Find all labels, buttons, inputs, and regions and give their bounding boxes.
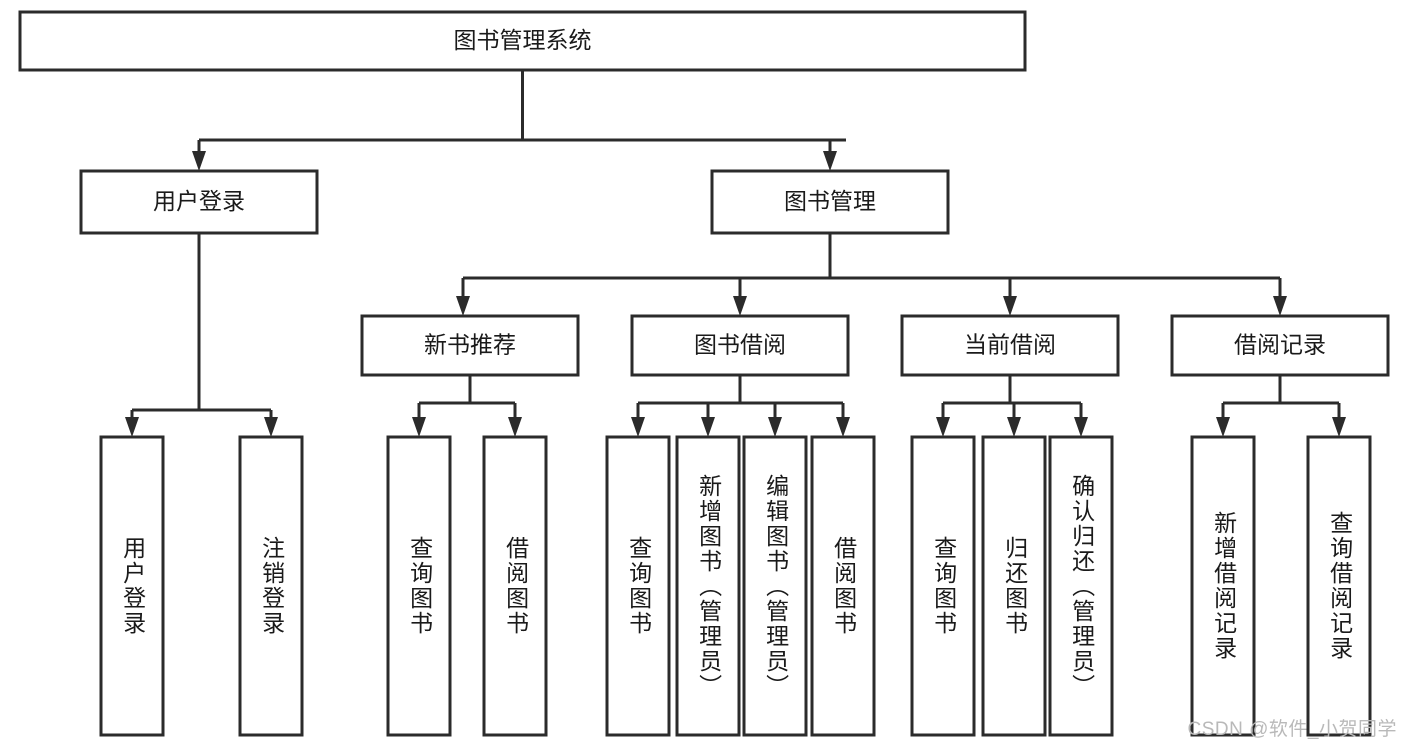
node-box-current-borrow[interactable]	[900, 314, 1120, 377]
arrow-head-a-book-mgmt	[823, 151, 837, 171]
node-label-book-management: 图书管理	[784, 188, 876, 214]
arrow-head-a-leaf-add-book	[701, 417, 715, 437]
node-box-leaf-query-book-rec[interactable]	[386, 435, 452, 737]
arrow-head-a-leaf-query-book-borrow	[631, 417, 645, 437]
node-box-leaf-logout[interactable]	[238, 435, 304, 737]
arrow-head-a-leaf-confirm-return	[1074, 417, 1088, 437]
node-box-root[interactable]	[18, 10, 1027, 72]
node-box-book-management[interactable]	[710, 169, 950, 235]
node-box-new-book-recommend[interactable]	[360, 314, 580, 377]
node-box-leaf-query-record[interactable]	[1306, 435, 1372, 737]
arrow-head-a-borrow-record	[1273, 296, 1287, 316]
arrow-head-a-user-login	[192, 151, 206, 171]
arrow-head-a-leaf-query-record	[1332, 417, 1346, 437]
arrow-head-a-current-borrow	[1003, 296, 1017, 316]
arrow-heads-group	[125, 151, 1346, 437]
arrow-head-a-leaf-return-book	[1007, 417, 1021, 437]
node-box-leaf-borrow-book[interactable]	[810, 435, 876, 737]
node-box-leaf-edit-book[interactable]	[742, 435, 808, 737]
node-label-book-borrow: 图书借阅	[694, 332, 786, 358]
arrow-head-a-leaf-query-book-rec	[412, 417, 426, 437]
arrow-head-a-leaf-query-book-current	[936, 417, 950, 437]
node-box-leaf-add-record[interactable]	[1190, 435, 1256, 737]
node-box-leaf-user-login[interactable]	[99, 435, 165, 737]
arrow-head-a-leaf-borrow-book-rec	[508, 417, 522, 437]
node-box-leaf-confirm-return[interactable]	[1048, 435, 1114, 737]
arrow-head-a-book-borrow	[733, 296, 747, 316]
node-box-borrow-record[interactable]	[1170, 314, 1390, 377]
node-box-leaf-borrow-book-rec[interactable]	[482, 435, 548, 737]
node-box-book-borrow[interactable]	[630, 314, 850, 377]
node-boxes-group	[18, 10, 1390, 737]
arrow-head-a-leaf-edit-book	[768, 417, 782, 437]
arrow-head-a-leaf-borrow-book	[836, 417, 850, 437]
arrow-head-a-leaf-logout	[264, 417, 278, 437]
watermark-text: CSDN @软件_小贺同学	[1187, 719, 1397, 740]
arrow-head-a-new-book-recommend	[456, 296, 470, 316]
node-label-current-borrow: 当前借阅	[964, 332, 1056, 358]
arrow-head-a-leaf-add-record	[1216, 417, 1230, 437]
node-box-leaf-return-book[interactable]	[981, 435, 1047, 737]
node-box-leaf-query-book-current[interactable]	[910, 435, 976, 737]
node-label-new-book-recommend: 新书推荐	[424, 332, 516, 358]
node-label-user-login: 用户登录	[153, 188, 245, 214]
node-label-borrow-record: 借阅记录	[1234, 332, 1326, 358]
node-box-leaf-add-book[interactable]	[675, 435, 741, 737]
node-label-root: 图书管理系统	[454, 27, 592, 53]
arrow-head-a-leaf-user-login	[125, 417, 139, 437]
node-box-user-login[interactable]	[79, 169, 319, 235]
node-box-leaf-query-book-borrow[interactable]	[605, 435, 671, 737]
